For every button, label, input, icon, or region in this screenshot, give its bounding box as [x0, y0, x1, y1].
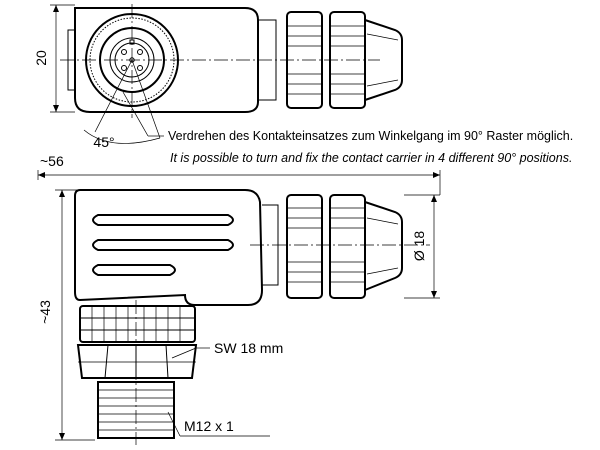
dim-20: 20: [33, 4, 75, 113]
dim-43: ~43: [37, 189, 95, 441]
thread-label: M12 x 1: [184, 418, 234, 434]
sw-label: SW 18 mm: [214, 340, 283, 356]
dim-56: ~56: [37, 153, 441, 195]
bottom-nut: [76, 305, 198, 379]
top-cable-side: [258, 11, 403, 109]
dim-45: 45°: [83, 59, 161, 150]
dim-d18-label: Ø 18: [411, 231, 427, 262]
top-view: 20: [33, 4, 403, 150]
sw-callout: SW 18 mm: [171, 340, 283, 359]
dim-20-label: 20: [33, 50, 49, 66]
m12-thread: [97, 381, 175, 439]
thread-callout: M12 x 1: [167, 411, 270, 437]
side-view: ~56 ~43: [37, 153, 441, 445]
dim-43-label: ~43: [37, 300, 53, 324]
dim-d18: Ø 18: [404, 194, 440, 299]
dim-56-label: ~56: [40, 153, 64, 169]
side-cable-side: [262, 194, 403, 299]
note-english: It is possible to turn and fix the conta…: [170, 151, 572, 165]
dim-45-label: 45°: [93, 134, 114, 150]
note-german: Verdrehen des Kontakteinsatzes zum Winke…: [168, 129, 573, 143]
side-housing: [74, 189, 264, 306]
face-view: [85, 13, 179, 107]
